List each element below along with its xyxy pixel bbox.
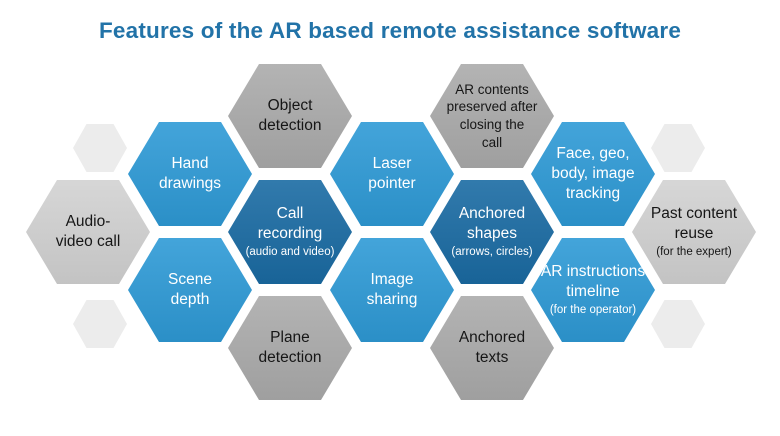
decor-hexagon (73, 300, 127, 348)
decor-hexagon (651, 124, 705, 172)
hexagon-sublabel: (arrows, circles) (451, 245, 533, 258)
hexagon-sublabel: (audio and video) (245, 245, 335, 258)
hexagon-audio-video-call: Audio-video call (26, 180, 150, 284)
diagram-title: Features of the AR based remote assistan… (98, 18, 682, 43)
hexagon-sublabel: (for the operator) (549, 303, 637, 316)
decor-hexagon (651, 300, 705, 348)
decor-hexagon (73, 124, 127, 172)
hexagon-sublabel: (for the expert) (656, 245, 732, 258)
hexagon-label: Audio-video call (55, 213, 121, 250)
